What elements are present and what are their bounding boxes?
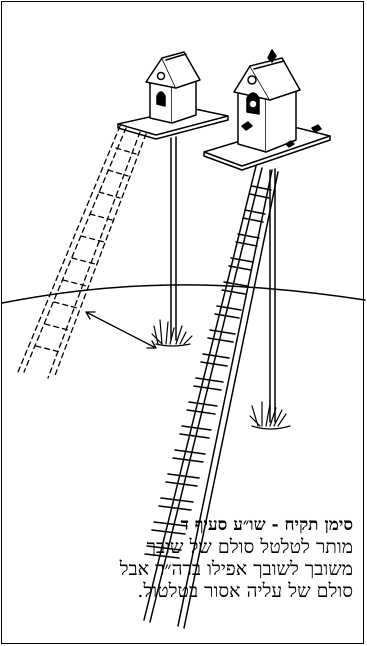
ladder-standing <box>143 165 279 629</box>
ladder-moving-dashed <box>17 125 147 379</box>
caption-line-1: מותר לטלטל סולם של שובך <box>146 536 353 558</box>
dovecote-right <box>203 49 331 423</box>
movement-arrow <box>85 311 157 349</box>
dovecote-left <box>117 51 229 341</box>
caption-line-3: סולם של עליה אסור בטלטול. <box>137 580 353 602</box>
grass-tufts <box>151 319 291 430</box>
caption-title: סימן תקיח - שו״ע סעיף ד <box>180 515 353 535</box>
caption-block: סימן תקיח - שו״ע סעיף ד מותר לטלטל סולם … <box>23 514 353 602</box>
caption-line-2: משובך לשובך אפילו ברה״ר אבל <box>119 558 353 580</box>
